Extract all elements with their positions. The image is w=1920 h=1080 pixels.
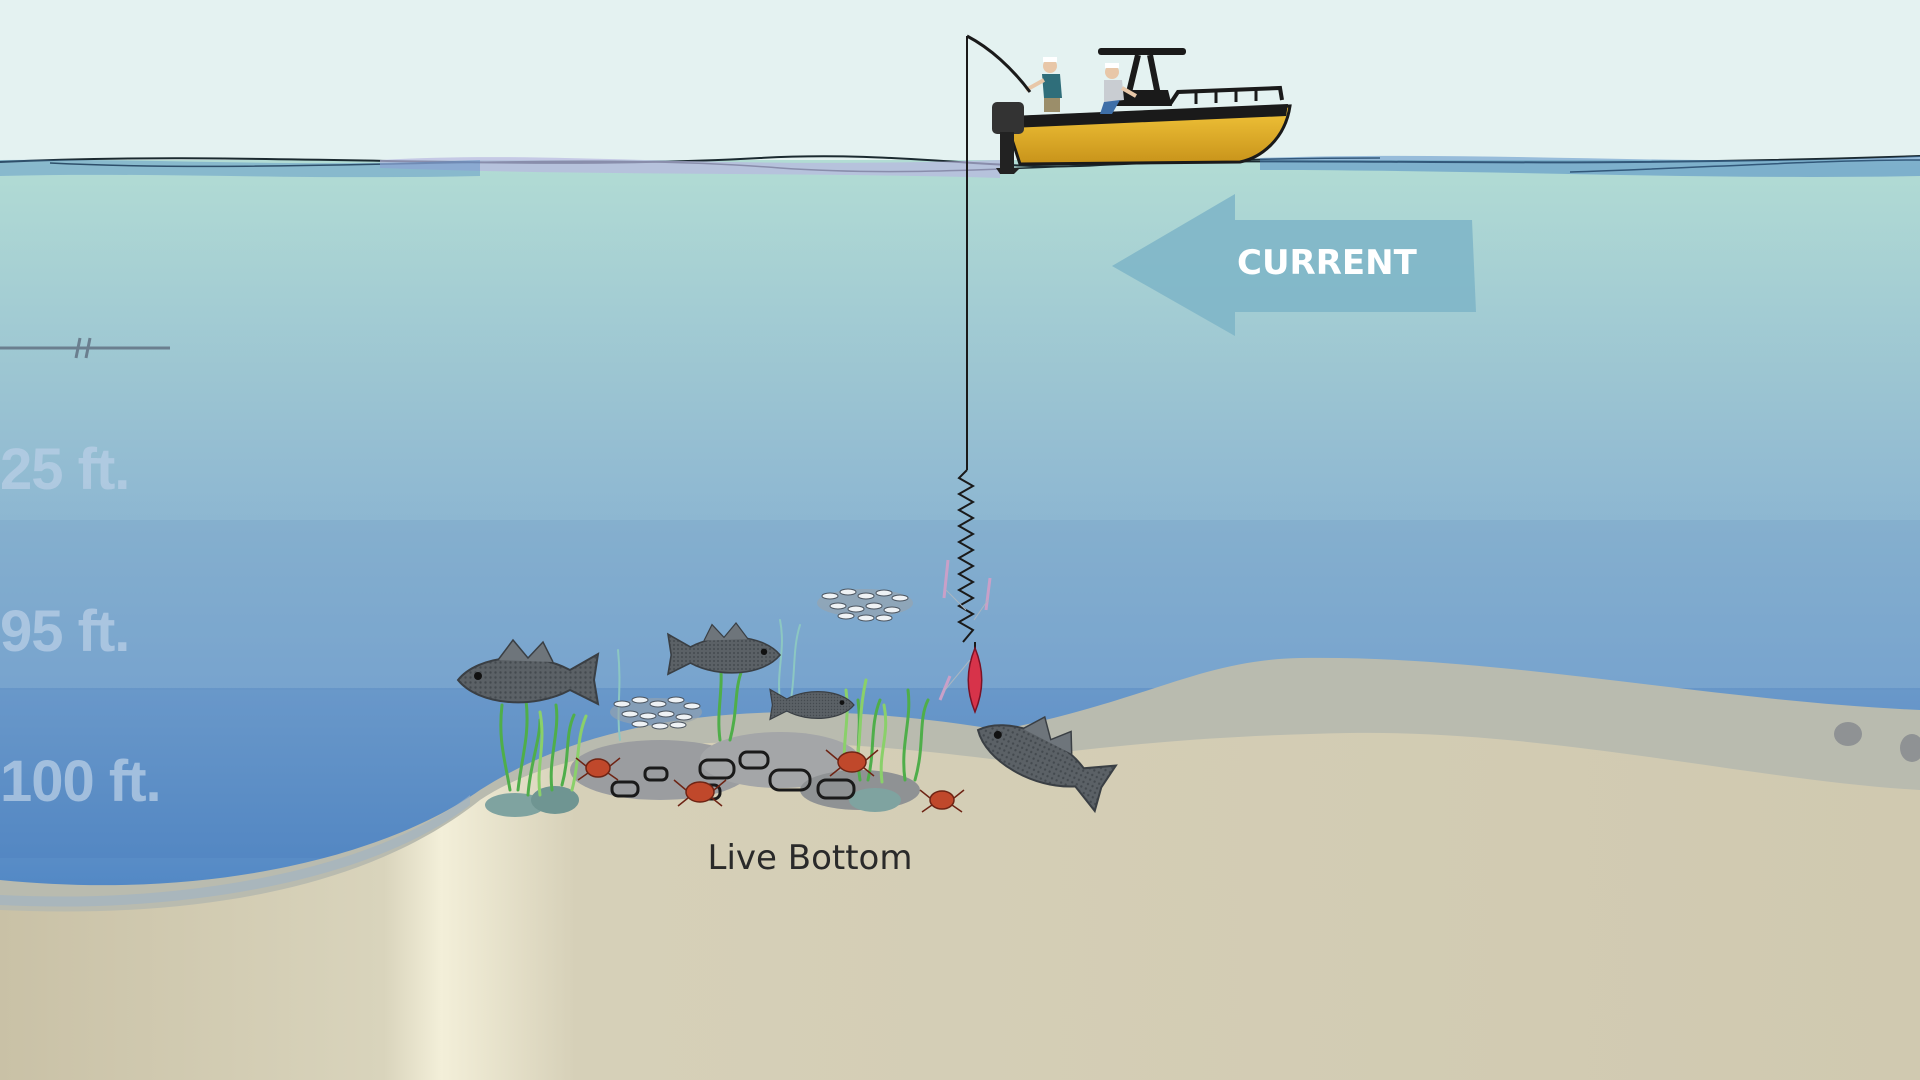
angler-icon	[1025, 57, 1062, 112]
depth-label-95: 95 ft.	[0, 599, 130, 664]
rock-icon	[700, 732, 860, 788]
fish-icon	[976, 715, 1118, 814]
baitfish-school-icon	[610, 696, 702, 730]
rock-icon	[531, 786, 579, 814]
lure-icon	[938, 559, 992, 701]
rock-icon	[1834, 722, 1862, 746]
fishing-rod	[966, 34, 1032, 93]
seafloor	[0, 732, 1920, 1080]
current-label: CURRENT	[1237, 243, 1417, 283]
rock-icon	[610, 780, 640, 798]
depth-label-100: 100 ft.	[0, 749, 162, 814]
fish-icon	[769, 688, 855, 721]
rock-icon	[849, 788, 901, 812]
sky	[0, 0, 1920, 170]
depth-scale-break-icon	[0, 337, 170, 359]
current-arrow	[1112, 194, 1476, 336]
angler-icon	[1100, 63, 1137, 114]
surface-tint-right	[1260, 155, 1920, 177]
lure-icon	[967, 646, 983, 714]
baitfish-school-icon	[817, 588, 913, 622]
depth-label-25: 25 ft.	[0, 437, 130, 502]
rock-icon	[768, 768, 812, 792]
rock-icon	[738, 750, 770, 770]
rock-icon	[485, 793, 545, 817]
crab-icon	[575, 749, 965, 813]
seafloor-ridge	[0, 795, 470, 907]
fish-icon	[666, 622, 782, 676]
live-bottom-label: Live Bottom	[707, 838, 913, 878]
boat-icon	[992, 48, 1292, 174]
rock-icon	[816, 778, 856, 800]
fish-icon	[456, 638, 600, 706]
rock-icon	[1900, 734, 1920, 762]
rock-icon	[698, 758, 736, 780]
rock-icon	[643, 766, 669, 782]
surface-tint	[380, 157, 1000, 178]
surface-tint-left	[0, 159, 480, 178]
